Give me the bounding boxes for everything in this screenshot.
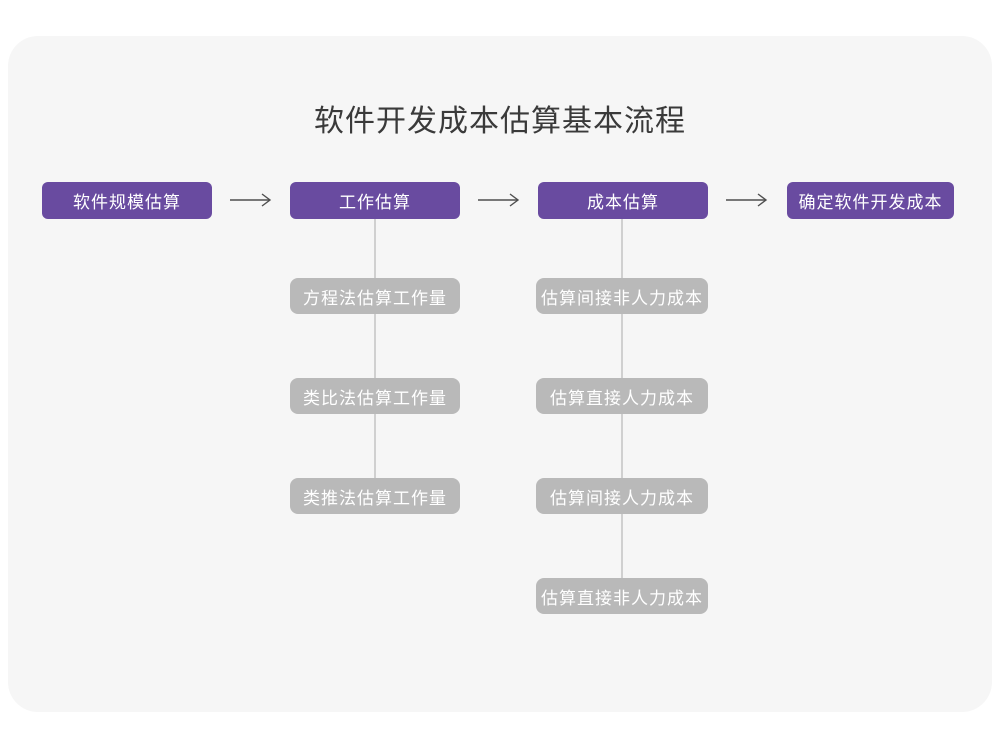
work-method-equation: 方程法估算工作量 — [290, 278, 460, 314]
connector-line-work-estimation — [374, 219, 376, 484]
step-software-scale-estimation: 软件规模估算 — [42, 182, 212, 219]
step-cost-estimation: 成本估算 — [538, 182, 708, 219]
work-method-analogy: 类比法估算工作量 — [290, 378, 460, 414]
work-method-extrapolation: 类推法估算工作量 — [290, 478, 460, 514]
arrow-right-icon — [229, 192, 273, 208]
arrow-right-icon — [477, 192, 521, 208]
cost-item-direct-labor: 估算直接人力成本 — [536, 378, 708, 414]
step-work-estimation: 工作估算 — [290, 182, 460, 219]
cost-item-indirect-labor: 估算间接人力成本 — [536, 478, 708, 514]
step-determine-development-cost: 确定软件开发成本 — [787, 182, 954, 219]
arrow-right-icon — [725, 192, 769, 208]
cost-item-indirect-non-labor: 估算间接非人力成本 — [536, 278, 708, 314]
canvas-card — [8, 36, 992, 712]
cost-item-direct-non-labor: 估算直接非人力成本 — [536, 578, 708, 614]
page-title: 软件开发成本估算基本流程 — [314, 105, 686, 138]
